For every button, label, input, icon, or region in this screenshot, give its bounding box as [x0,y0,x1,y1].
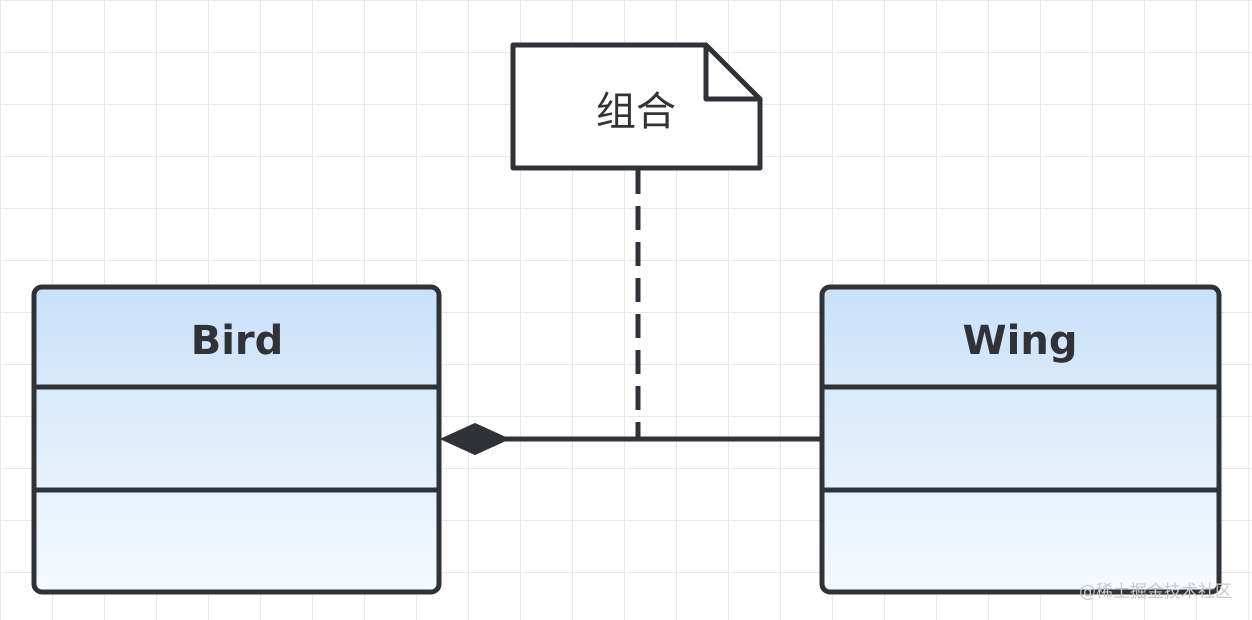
class-wing[interactable]: Wing [819,284,1222,595]
note-box[interactable]: 组合 [510,42,763,171]
composition-diamond-icon [441,423,509,455]
class-wing-box [819,284,1222,595]
class-wing-name: Wing [963,318,1078,364]
note-label: 组合 [596,89,676,135]
note-fold [703,45,760,102]
class-bird[interactable]: Bird [31,284,442,595]
watermark-text: @稀土掘金技术社区 [1079,582,1232,602]
class-bird-box [31,284,442,595]
class-bird-name: Bird [191,318,284,364]
